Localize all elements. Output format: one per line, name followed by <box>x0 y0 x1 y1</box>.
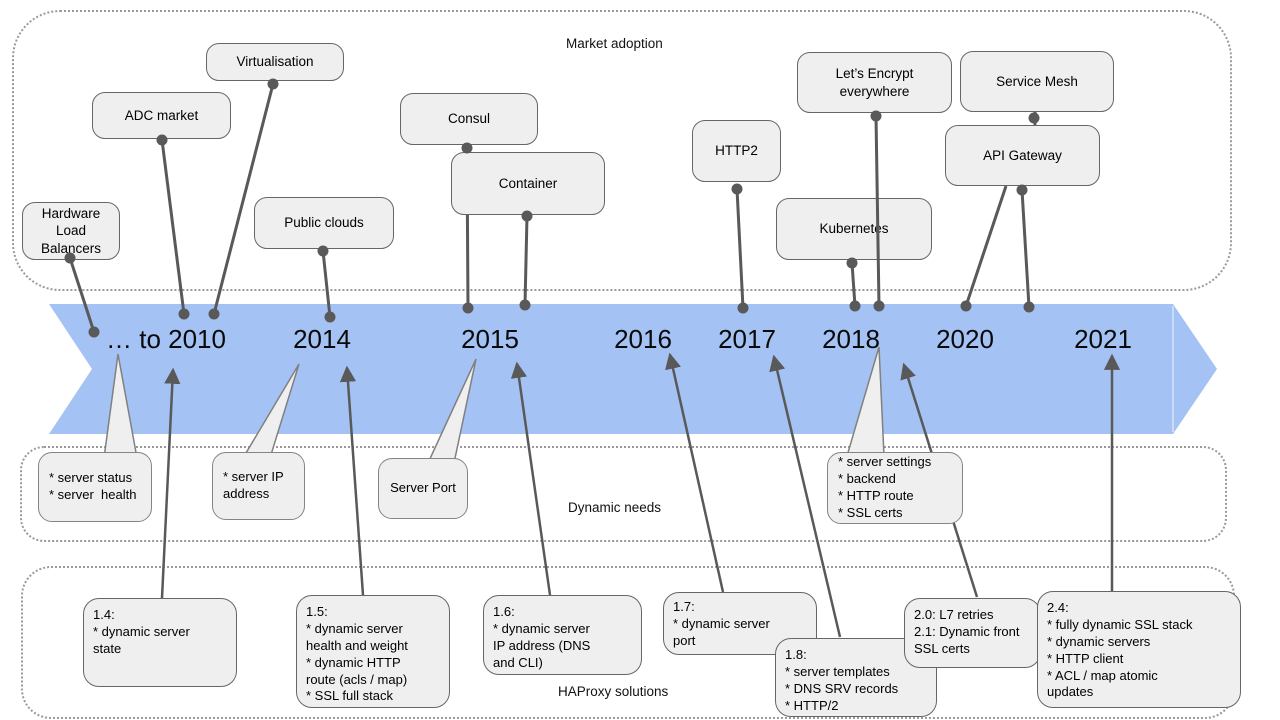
solution-box-1-5: 1.5: * dynamic server health and weight … <box>296 595 450 708</box>
market-box-http2: HTTP2 <box>692 120 781 182</box>
needs-bubble-2010: * server status * server health <box>38 452 152 522</box>
market-box-virtualisation: Virtualisation <box>206 43 344 81</box>
needs-bubble-2015: Server Port <box>378 458 468 519</box>
solution-box-1-6: 1.6: * dynamic server IP address (DNS an… <box>483 595 642 675</box>
dynamic-needs-label: Dynamic needs <box>568 500 662 515</box>
needs-bubble-2014: * server IP address <box>212 452 305 520</box>
market-box-kubernetes: Kubernetes <box>776 198 932 260</box>
tail-2014 <box>241 363 300 459</box>
solution-box-2-4: 2.4: * fully dynamic SSL stack * dynamic… <box>1037 591 1241 708</box>
market-box-hardware-load-balancers: Hardware Load Balancers <box>22 202 120 260</box>
market-box-lets-encrypt: Let’s Encrypt everywhere <box>797 52 952 113</box>
tail-2018 <box>845 346 885 457</box>
needs-bubble-2018: * server settings * backend * HTTP route… <box>827 452 963 524</box>
market-box-api-gateway: API Gateway <box>945 125 1100 186</box>
timeline-year-2015: 2015 <box>461 324 519 354</box>
solution-box-1-4: 1.4: * dynamic server state <box>83 598 237 687</box>
market-box-service-mesh: Service Mesh <box>960 51 1114 112</box>
timeline-year-2014: 2014 <box>293 324 351 354</box>
solution-box-2-0-2-1: 2.0: L7 retries 2.1: Dynamic front SSL c… <box>904 598 1041 668</box>
market-box-public-clouds: Public clouds <box>254 197 394 249</box>
timeline-year-2020: 2020 <box>936 324 994 354</box>
timeline-year-2017: 2017 <box>718 324 776 354</box>
timeline-year-2016: 2016 <box>614 324 672 354</box>
market-box-consul: Consul <box>400 93 538 145</box>
haproxy-solutions-label: HAProxy solutions <box>558 684 669 699</box>
timeline-year-2021: 2021 <box>1074 324 1132 354</box>
market-adoption-region <box>12 10 1232 291</box>
timeline-year-2010: … to 2010 <box>106 324 226 354</box>
tail-2010 <box>103 353 138 459</box>
market-box-container: Container <box>451 152 605 215</box>
dynamic-needs-region <box>20 446 1227 542</box>
market-box-adc-market: ADC market <box>92 92 231 139</box>
market-adoption-label: Market adoption <box>566 36 663 51</box>
timeline-year-2018: 2018 <box>822 324 880 354</box>
